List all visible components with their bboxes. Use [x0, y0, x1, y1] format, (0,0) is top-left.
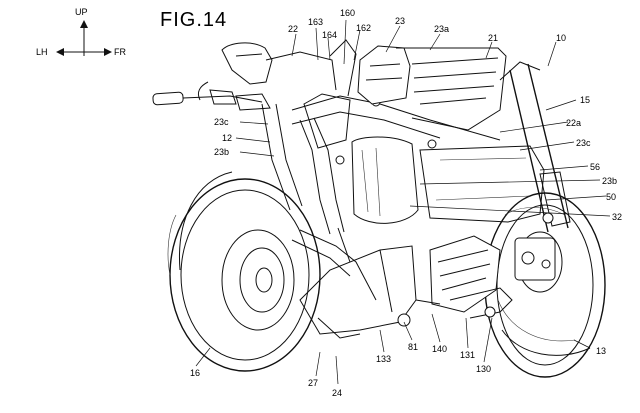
ref-162: 163	[308, 17, 323, 27]
arrow-left-icon	[56, 48, 64, 56]
ref-140: 140	[432, 344, 447, 354]
figure-title: FIG.14	[160, 9, 227, 31]
direction-fr-label: FR	[114, 47, 126, 57]
ref-23b-left: 23b	[214, 147, 229, 157]
ref-22a: 22a	[566, 118, 581, 128]
leader-lines	[195, 19, 611, 385]
ref-163: 162	[356, 23, 371, 33]
ref-133: 133	[376, 354, 391, 364]
reference-numerals: 22 163 164 160 162 23 23a 21 10 15 22a 2…	[190, 8, 622, 398]
arrow-up-icon	[80, 20, 88, 28]
ref-23c-right: 23c	[576, 138, 591, 148]
side-cover	[419, 145, 545, 223]
ref-50: 50	[606, 192, 616, 202]
ref-22: 22	[288, 24, 298, 34]
arrow-right-icon	[104, 48, 112, 56]
ref-32: 32	[612, 212, 622, 222]
ref-23: 23	[395, 16, 405, 26]
ref-10: 10	[556, 33, 566, 43]
direction-lh-label: LH	[36, 47, 48, 57]
rear-wheel	[167, 171, 321, 372]
ref-16: 16	[190, 368, 200, 378]
ref-164: 164	[322, 30, 337, 40]
direction-indicator: UP LH FR	[36, 7, 126, 57]
ref-21: 21	[488, 33, 498, 43]
ref-12: 12	[222, 133, 232, 143]
ref-56: 56	[590, 162, 600, 172]
ref-81: 81	[408, 342, 418, 352]
battery-unit	[351, 45, 507, 224]
ref-23c-left: 23c	[214, 117, 229, 127]
direction-up-label: UP	[75, 7, 88, 17]
ref-13: 13	[596, 346, 606, 356]
front-wheel	[484, 192, 606, 378]
ref-130: 130	[476, 364, 491, 374]
ref-27: 27	[308, 378, 318, 388]
drive-unit	[415, 235, 513, 319]
handlebar-assembly	[152, 42, 337, 111]
ref-15: 15	[580, 95, 590, 105]
ref-160: 160	[340, 8, 355, 18]
ref-23b-right: 23b	[602, 176, 617, 186]
ref-131: 131	[460, 350, 475, 360]
ref-24: 24	[332, 388, 342, 398]
ref-23a: 23a	[434, 24, 449, 34]
